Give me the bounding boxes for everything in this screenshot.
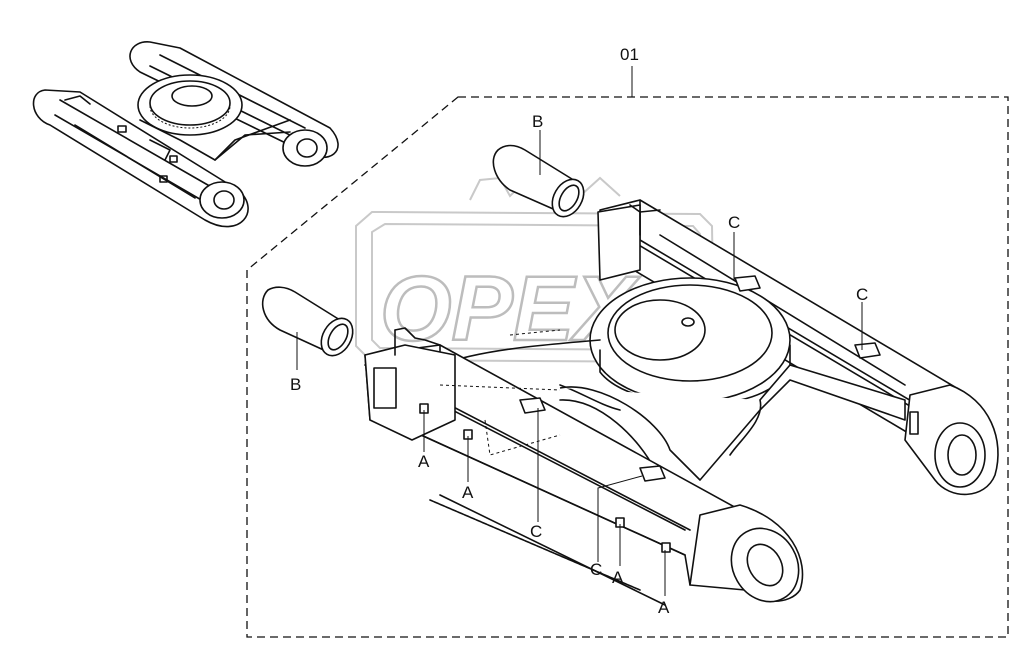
assembly-callout: 01 [246,45,1009,638]
leader-lines [296,130,863,596]
pad-c-front [519,397,546,414]
block-a-4 [661,542,671,553]
label-c-rear-pad: C [728,213,740,232]
label-c-front-pad: C [530,522,542,541]
pad-c-rear-right [854,342,881,359]
lower-frame-assembly [261,144,999,606]
label-a-1: A [418,452,430,471]
swing-circle-ring [589,277,791,403]
pad-c-front-right [639,465,666,482]
label-a-3: A [612,568,624,587]
label-a-4: A [658,598,670,617]
pad-c-rear [734,275,761,292]
part-labels: B B C C A A C C A A [290,112,868,617]
label-c-rear-right-pad: C [856,285,868,304]
label-a-2: A [462,483,474,502]
overview-thumbnail [32,41,339,228]
assembly-number: 01 [620,45,639,64]
label-c-front-right-pad: C [590,560,602,579]
label-b-front-tube: B [290,375,301,394]
label-b-rear-tube: B [532,112,543,131]
assembly-boundary [246,96,1009,638]
